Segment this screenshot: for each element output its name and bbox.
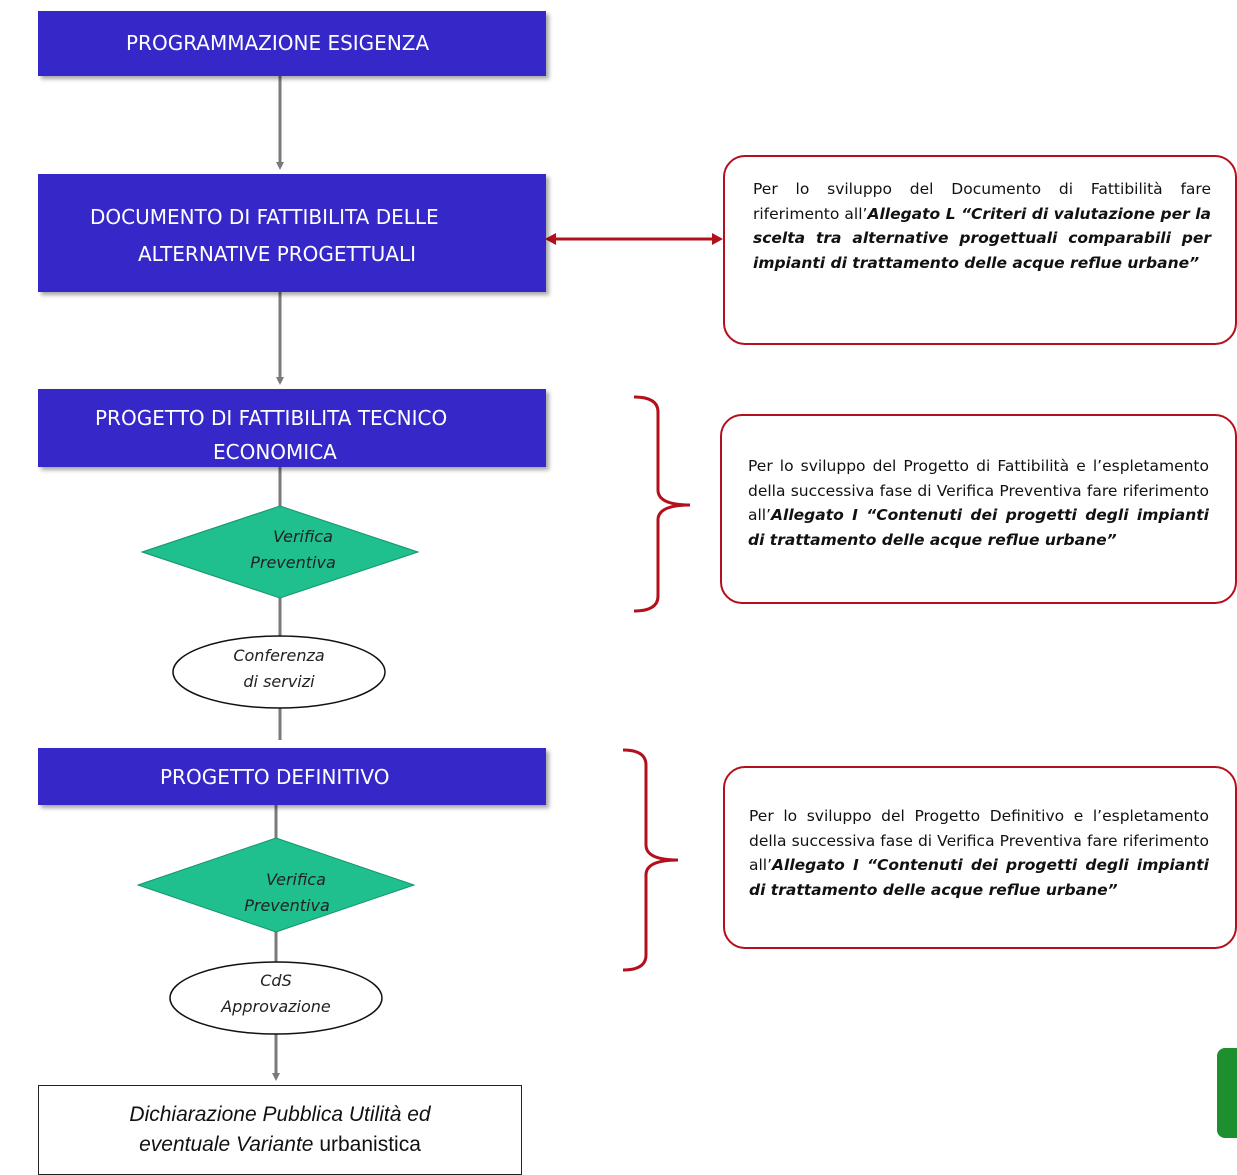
documento-fattibilita-box: DOCUMENTO DI FATTIBILITA DELLE ALTERNATI… [38,174,546,292]
final-line-1: Dichiarazione Pubblica Utilità ed [129,1103,431,1126]
note-progetto-definitivo: Per lo sviluppo del Progetto Definitivo … [723,766,1237,949]
programmazione-esigenza-box: PROGRAMMAZIONE ESIGENZA [38,11,546,76]
line: Verifica [266,870,326,889]
note-text: Per lo sviluppo del Progetto di Fattibil… [748,457,1209,524]
dichiarazione-pubblica-utilita-box: Dichiarazione Pubblica Utilità ed eventu… [38,1085,522,1175]
box-label: ECONOMICA [213,440,337,464]
final-line-2-italic: eventuale Variante [139,1133,314,1156]
final-line-2-plain: urbanistica [319,1133,421,1156]
box-label: PROGRAMMAZIONE ESIGENZA [126,31,430,55]
note-reference: Allegato L “Criteri di valutazione per l… [753,204,1212,272]
line: Approvazione [221,997,331,1016]
double-arrow [545,233,723,245]
note-text: Per lo sviluppo del Progetto Definitivo … [749,807,1209,874]
bracket [633,395,691,613]
line: Verifica [273,527,333,546]
note-reference: Allegato I “Contenuti dei progetti degli… [749,856,1209,899]
line: CdS [260,971,292,990]
note-documento-fattibilita: Per lo sviluppo del Documento di Fattibi… [723,155,1237,345]
box-label: ALTERNATIVE PROGETTUALI [138,242,416,266]
line: di servizi [243,672,315,691]
conferenza-servizi-label: Conferenza di servizi [199,643,359,695]
decision-diamond [140,505,420,599]
box-label: PROGETTO DEFINITIVO [160,765,390,789]
terminator-ellipse [172,635,386,709]
box-label: PROGETTO DI FATTIBILITA TECNICO [95,406,448,430]
bracket [622,748,679,972]
note-text: Per lo sviluppo del Documento di Fattibi… [753,180,1211,223]
note-reference: Allegato I “Contenuti dei progetti degli… [748,506,1209,549]
decision-diamond [136,837,416,933]
partial-logo [1217,1048,1237,1138]
note-progetto-fattibilita: Per lo sviluppo del Progetto di Fattibil… [720,414,1237,604]
verifica-preventiva-label: Verifica Preventiva [228,524,358,576]
progetto-fattibilita-box: PROGETTO DI FATTIBILITA TECNICO ECONOMIC… [38,389,546,467]
cds-approvazione-label: CdS Approvazione [196,968,356,1020]
line: Conferenza [233,646,325,665]
verifica-preventiva-label: Verifica Preventiva [222,867,352,919]
terminator-ellipse [169,961,383,1035]
line: Preventiva [250,553,336,572]
box-label: DOCUMENTO DI FATTIBILITA DELLE [90,205,439,229]
line: Preventiva [244,896,330,915]
progetto-definitivo-box: PROGETTO DEFINITIVO [38,748,546,805]
